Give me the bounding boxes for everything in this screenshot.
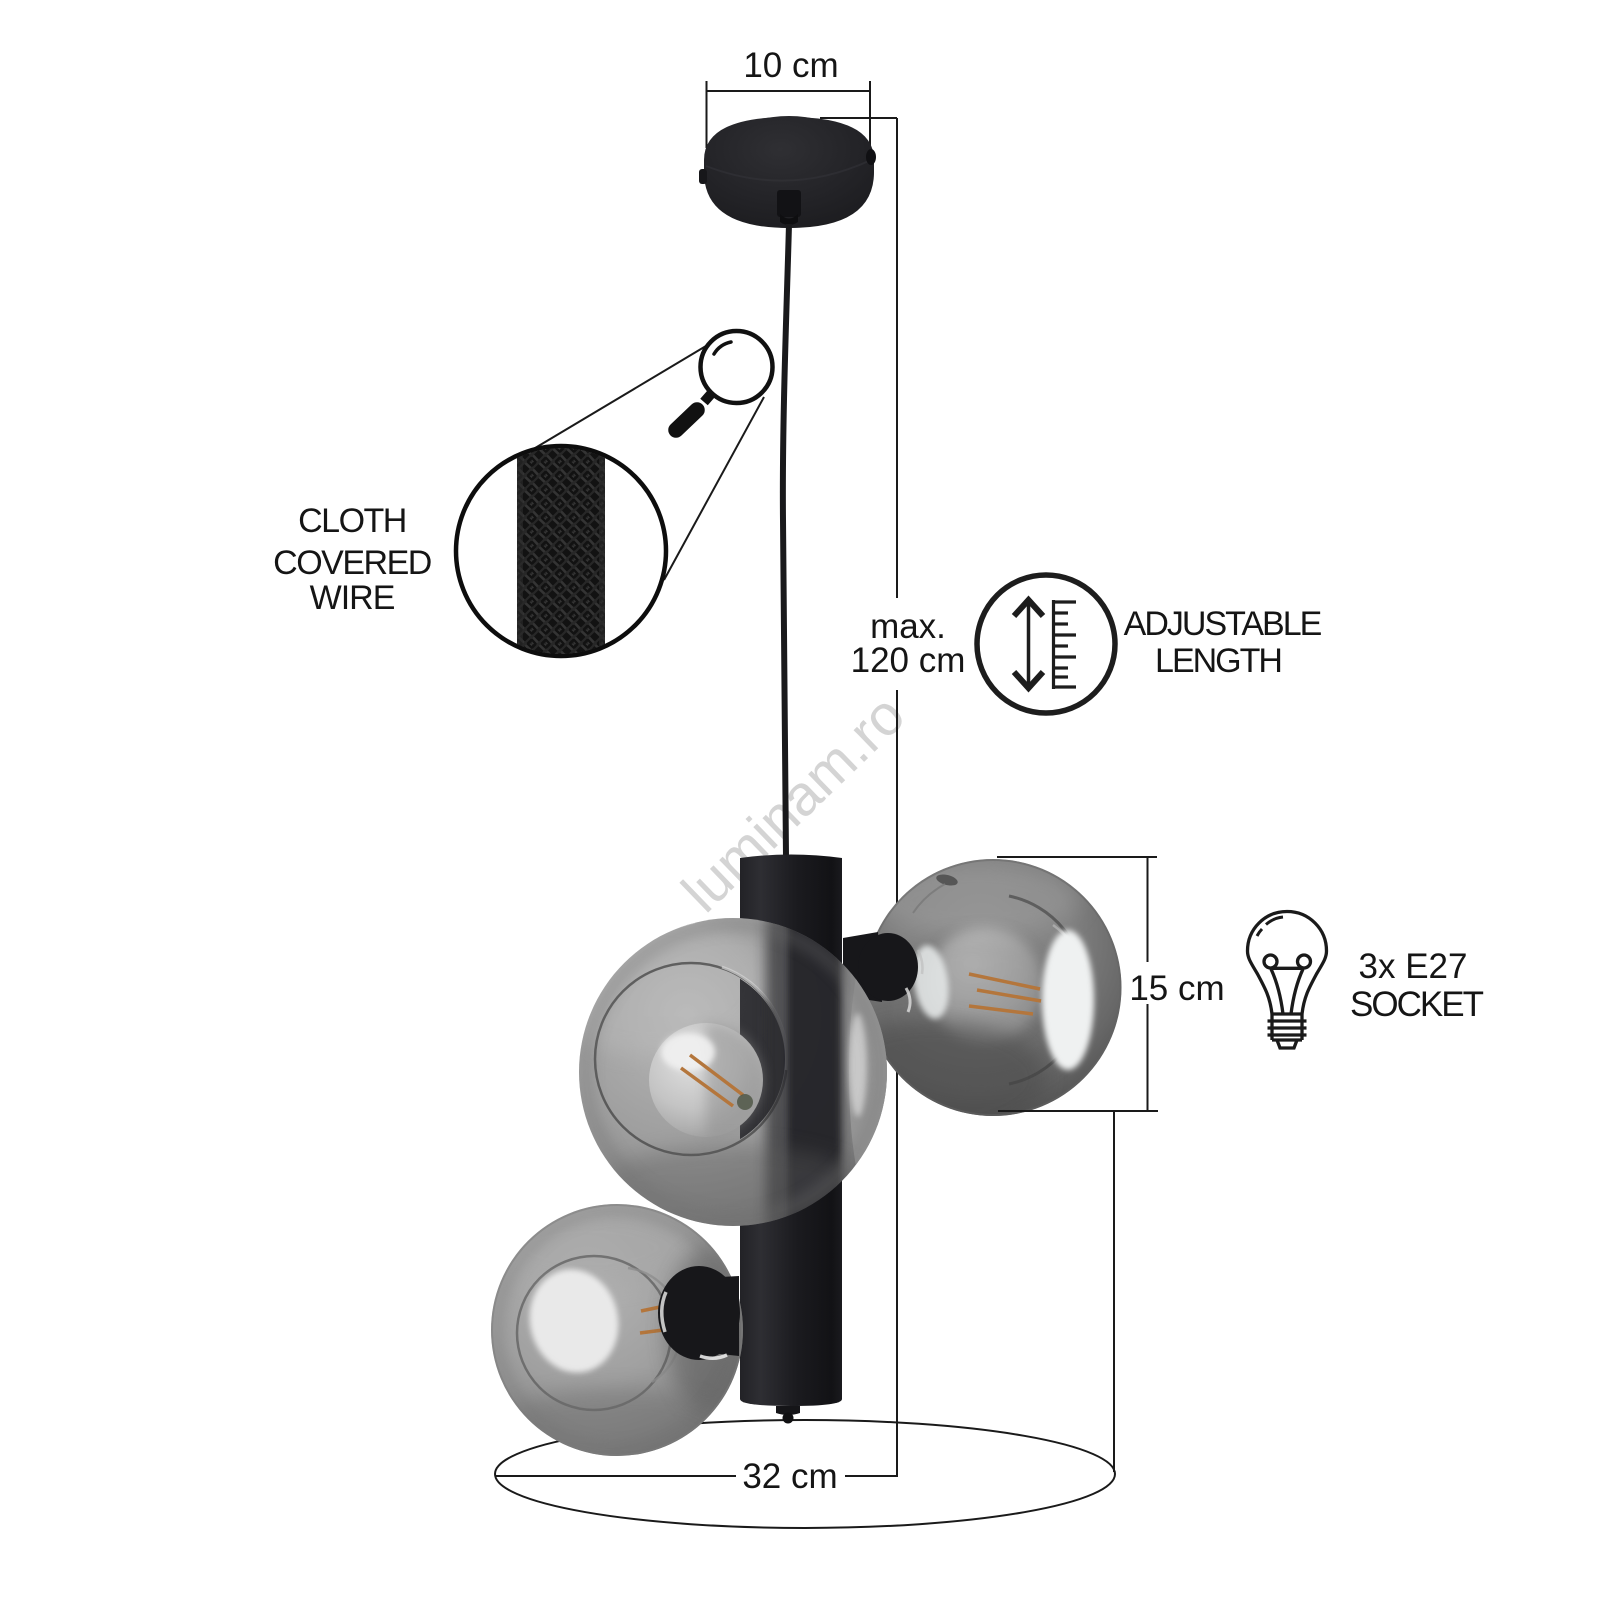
svg-text:WIRE: WIRE — [310, 579, 395, 617]
svg-text:32 cm: 32 cm — [742, 1457, 837, 1496]
svg-text:3x E27: 3x E27 — [1359, 947, 1468, 986]
svg-text:CLOTH: CLOTH — [298, 502, 406, 540]
svg-text:120 cm: 120 cm — [851, 641, 966, 680]
svg-text:ADJUSTABLE: ADJUSTABLE — [1124, 605, 1322, 643]
svg-text:COVERED: COVERED — [273, 544, 431, 582]
svg-text:10 cm: 10 cm — [743, 46, 838, 85]
svg-text:max.: max. — [870, 607, 946, 646]
svg-text:SOCKET: SOCKET — [1350, 985, 1484, 1024]
svg-text:15 cm: 15 cm — [1129, 969, 1224, 1008]
svg-text:LENGTH: LENGTH — [1155, 642, 1281, 680]
